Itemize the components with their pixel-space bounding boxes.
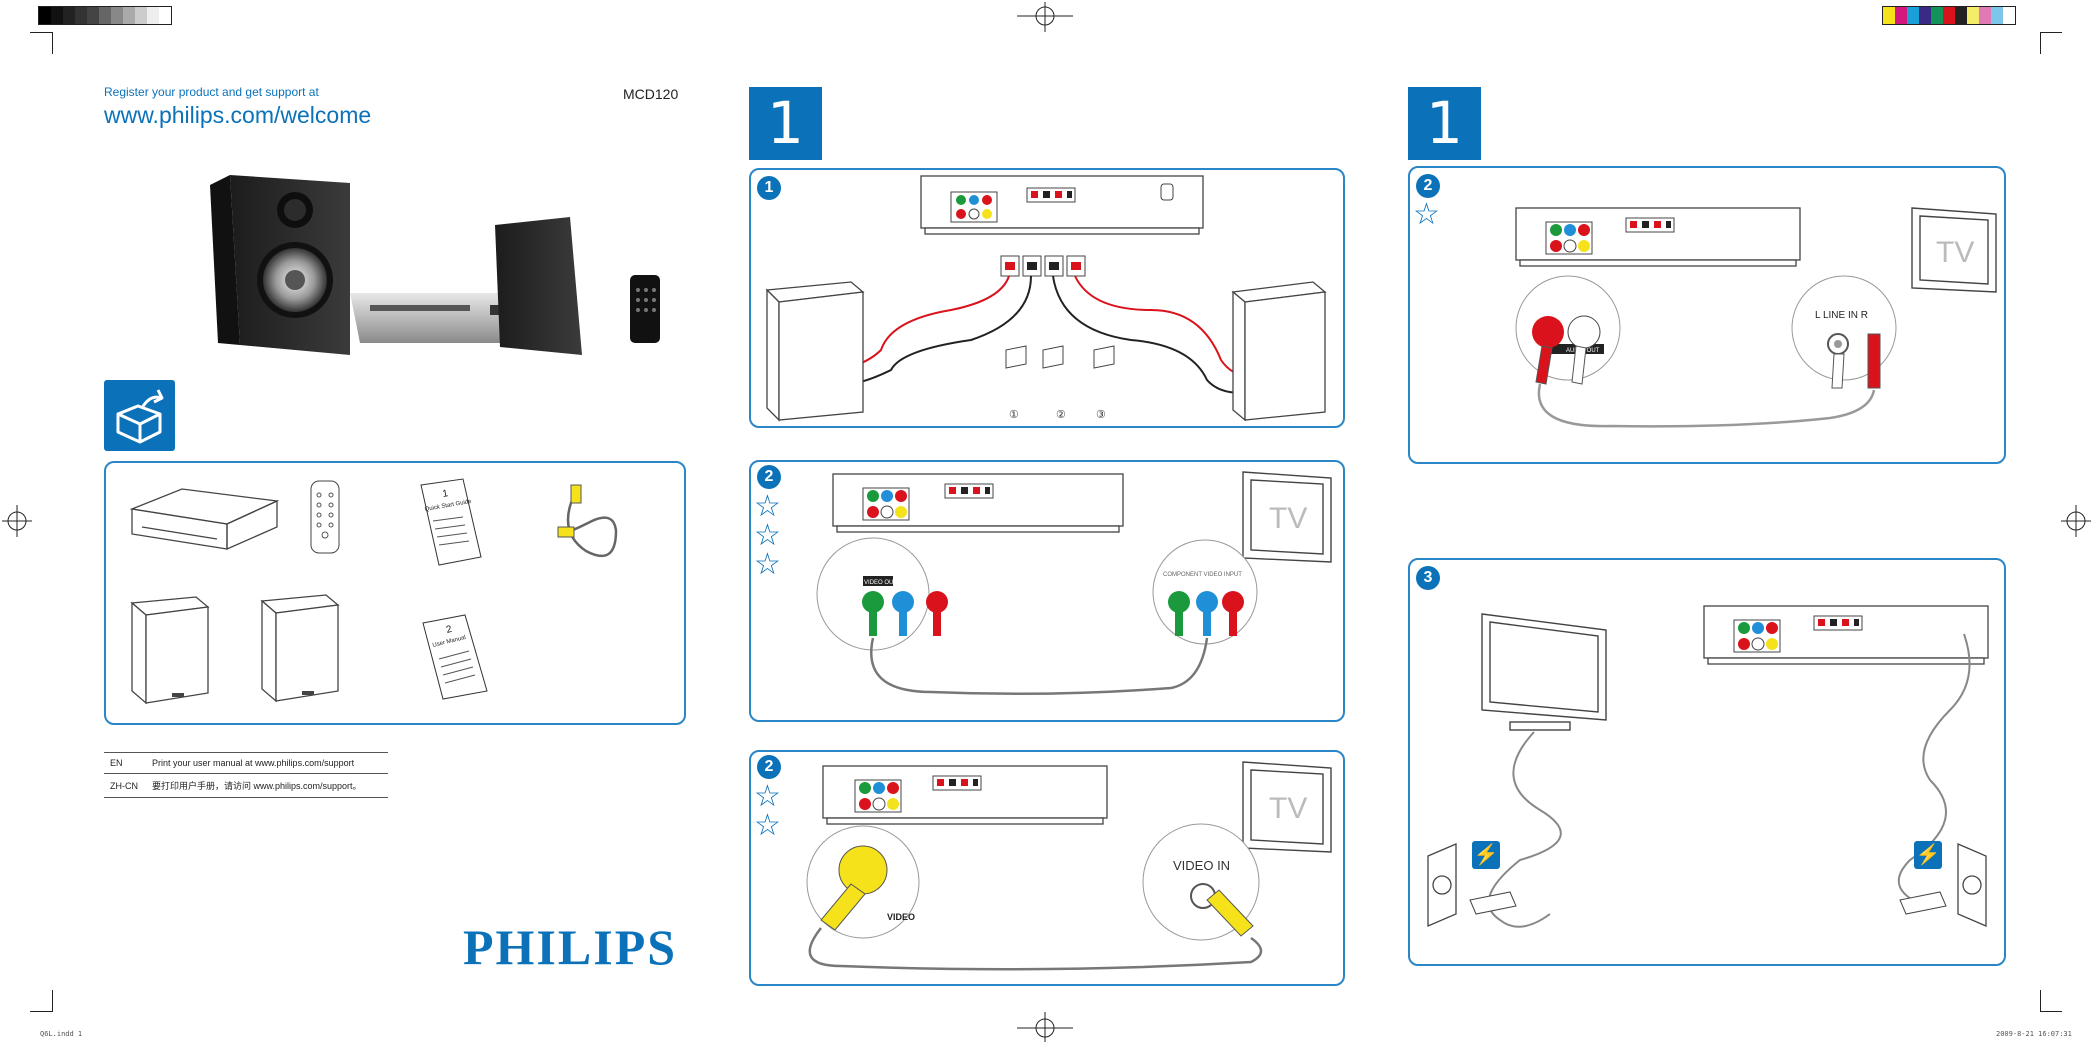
crop-mark	[2040, 1011, 2062, 1012]
star-icon: ☆	[754, 490, 781, 523]
user-manual-num: 2	[445, 624, 453, 636]
callout-3: ③	[1096, 409, 1106, 421]
star-icon: ☆	[754, 780, 781, 813]
support-url[interactable]: www.philips.com/welcome	[104, 102, 372, 128]
print-file-note: Q6L.indd 1	[40, 1030, 83, 1038]
lightning-icon: ⚡	[1914, 841, 1942, 869]
crop-mark	[30, 1011, 52, 1012]
color-calibration-strip	[1882, 6, 2016, 25]
registration-mark	[2061, 505, 2091, 537]
grayscale-calibration-strip	[38, 6, 172, 25]
section-number-badge: 3	[1416, 566, 1440, 590]
crop-mark	[2040, 990, 2041, 1012]
section-number-badge: 2	[1416, 174, 1440, 198]
registration-mark	[2, 505, 32, 537]
quick-start-num: 1	[442, 488, 450, 500]
step-number-right: 1	[1408, 87, 1481, 160]
video-cable-drawing	[557, 484, 618, 557]
step-number-left: 1	[749, 87, 822, 160]
composite-video-panel: 2 ☆ ☆ TV VIDEO VIDEO IN	[749, 750, 1345, 986]
tv-input-label: COMPONENT VIDEO INPUT	[1163, 572, 1242, 578]
language-text: Print your user manual at www.philips.co…	[146, 752, 388, 774]
registration-mark	[1017, 2, 1073, 32]
tv-label: TV	[1269, 502, 1307, 535]
speaker-connection-panel: 1 ① ② ③	[749, 168, 1345, 428]
tv-input-label: VIDEO IN	[1173, 858, 1230, 873]
section-number-badge: 2	[757, 755, 781, 779]
section-number-badge: 2	[757, 465, 781, 489]
power-connection-panel: 3 ⚡ ⚡	[1408, 558, 2006, 966]
remote-control-drawing	[310, 480, 340, 554]
language-code: ZH-CN	[104, 773, 146, 798]
speaker-right-drawing	[260, 594, 340, 703]
audio-connection-panel: 2 ☆ TV AUDIO OUT L LINE IN R	[1408, 166, 2006, 464]
main-unit-drawing	[129, 488, 280, 550]
crop-mark	[2040, 32, 2062, 33]
philips-logo: PHILIPS	[463, 919, 678, 975]
speaker-wiring-diagram: ① ② ③	[765, 175, 1327, 422]
callout-1: ①	[1009, 409, 1019, 421]
star-icon: ☆	[754, 548, 781, 581]
star-icon: ☆	[1413, 198, 1440, 231]
audio-connection-diagram: TV AUDIO OUT L LINE IN R	[1515, 207, 1997, 428]
crop-mark	[52, 990, 53, 1012]
lightning-icon: ⚡	[1472, 841, 1500, 869]
component-video-diagram: VIDEO OUT TV COMPONENT VIDEO INPUT	[816, 471, 1332, 696]
crop-mark	[30, 32, 52, 33]
composite-video-diagram: TV VIDEO VIDEO IN	[806, 761, 1332, 971]
speaker-left-drawing	[130, 596, 210, 705]
crop-mark	[52, 32, 53, 54]
jack-label: VIDEO	[887, 912, 915, 922]
product-photo	[210, 175, 660, 355]
star-icon: ☆	[754, 809, 781, 842]
tv-label: TV	[1269, 792, 1307, 825]
callout-2: ②	[1056, 409, 1066, 421]
tv-input-label: L LINE IN R	[1815, 310, 1868, 321]
language-text: 要打印用户手册，请访问 www.philips.com/support。	[146, 773, 388, 798]
star-icon: ☆	[754, 519, 781, 552]
register-text: Register your product and get support at	[104, 85, 319, 99]
power-connection-diagram	[1427, 605, 1989, 928]
print-date-note: 2009-8-21 16:07:31	[1996, 1030, 2072, 1038]
section-number-badge: 1	[757, 176, 781, 200]
language-code: EN	[104, 752, 146, 774]
registration-mark	[1017, 1012, 1073, 1042]
box-contents-icon	[104, 380, 175, 451]
tv-label: TV	[1936, 236, 1974, 269]
jack-label: VIDEO OUT	[864, 580, 897, 586]
model-number: MCD120	[623, 86, 679, 102]
crop-mark	[2040, 32, 2041, 54]
component-video-panel: 2 ☆ ☆ ☆ VIDEO OUT TV COMPONENT VIDEO INP…	[749, 460, 1345, 722]
